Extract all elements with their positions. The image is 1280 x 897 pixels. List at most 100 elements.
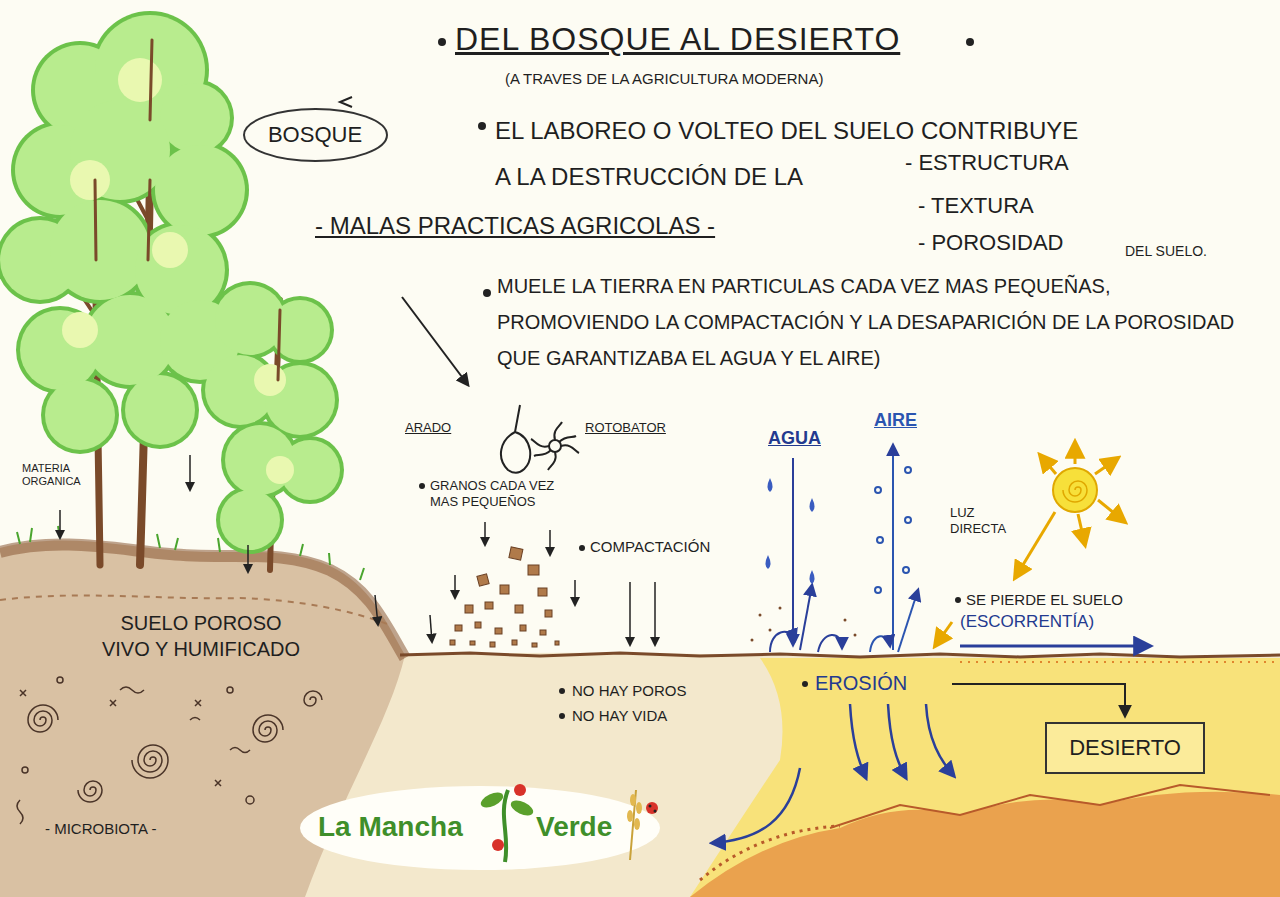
illustration-circle — [646, 802, 658, 814]
illustration-g — [766, 478, 815, 584]
illustration-path — [960, 661, 1280, 663]
illustration-rect — [512, 640, 517, 645]
illustration-g — [935, 442, 1125, 646]
illustration-path — [768, 478, 773, 492]
illustration-path — [95, 40, 280, 380]
illustration-path — [120, 687, 250, 753]
process-label: EROSIÓN — [815, 671, 907, 695]
illustration-line — [247, 545, 249, 572]
illustration-g — [450, 547, 559, 647]
soil-label: - MICROBIOTA - — [45, 820, 156, 838]
element-label: AGUA — [768, 428, 821, 450]
illustration-path — [818, 635, 842, 652]
illustration-path — [304, 691, 322, 706]
illustration-g — [62, 58, 294, 484]
illustration-circle — [903, 567, 909, 573]
illustration-g — [870, 445, 918, 652]
illustration-circle — [905, 517, 911, 523]
tool-label: ROTOBATOR — [585, 420, 666, 436]
illustration-path — [700, 826, 840, 880]
illustration-circle — [438, 38, 446, 46]
illustration-g — [95, 40, 280, 380]
illustration-circle — [70, 160, 110, 200]
illustration-rect — [470, 641, 475, 645]
illustration-circle — [155, 145, 245, 235]
illustration-circle — [759, 614, 762, 617]
illustration-path — [501, 405, 530, 473]
illustration-line — [792, 458, 794, 645]
illustration-circle — [227, 687, 233, 693]
illustration-g — [0, 15, 340, 550]
illustration-circle — [905, 467, 911, 473]
illustration-g — [712, 704, 954, 843]
illustration-circle — [45, 380, 115, 450]
illustration-circle — [877, 537, 883, 543]
illustration-path — [810, 498, 815, 512]
node-text: DESIERTO — [1069, 735, 1181, 761]
illustration-circle — [70, 100, 170, 200]
illustration-path — [850, 704, 866, 778]
illustration-g — [531, 422, 579, 470]
subtitle: (A TRAVES DE LA AGRICULTURA MODERNA) — [505, 70, 823, 88]
soil-label: SUELO POROSO VIVO Y HUMIFICADO — [98, 610, 304, 662]
illustration-line — [454, 575, 456, 598]
illustration-path — [132, 745, 168, 778]
illustration-circle — [955, 597, 961, 603]
illustration-circle — [649, 805, 652, 808]
illustration-circle — [779, 607, 782, 610]
result-box: DESIERTO — [1045, 722, 1205, 774]
illustration-path — [253, 715, 283, 742]
illustration-line — [629, 582, 631, 645]
illustration-circle — [559, 713, 565, 719]
illustration-path — [1063, 481, 1087, 502]
illustration-circle — [844, 619, 847, 622]
illustration-circle — [246, 796, 254, 804]
illustration-circle — [875, 487, 881, 493]
illustration-line — [654, 582, 656, 645]
illustration-rect — [555, 641, 559, 645]
illustration-circle — [875, 587, 881, 593]
note-label: (ESCORRENTÍA) — [960, 612, 1094, 632]
illustration-line — [1095, 458, 1118, 474]
illustration-ellipse — [636, 802, 642, 814]
illustration-path — [340, 97, 352, 107]
illustration-ellipse — [479, 789, 506, 810]
region-ellipse: BOSQUE — [242, 107, 389, 163]
ellipse-outline — [244, 109, 387, 161]
logo-text: Verde — [536, 810, 612, 844]
illustration-circle — [118, 58, 162, 102]
illustration-circle — [751, 639, 754, 642]
illustration-circle — [50, 200, 150, 300]
illustration-path — [20, 690, 221, 786]
illustration-path — [770, 632, 795, 652]
illustration-path — [926, 704, 954, 776]
illustration-line — [1074, 442, 1077, 464]
illustration-path — [17, 526, 364, 580]
illustration-path — [690, 658, 1280, 897]
illustration-rect — [450, 640, 455, 645]
illustration-ellipse — [509, 797, 536, 818]
illustration-rect — [532, 643, 537, 647]
illustration-line — [375, 595, 378, 625]
illustration-circle — [220, 490, 280, 550]
illustration-rect — [540, 630, 546, 635]
list-item: - ESTRUCTURA — [905, 150, 1069, 176]
illustration-path — [300, 653, 1280, 897]
illustration-rect — [538, 588, 547, 596]
illustration-rect — [515, 605, 523, 613]
illustration-path — [504, 790, 508, 862]
illustration-circle — [854, 634, 857, 637]
illustration-line — [484, 522, 486, 545]
illustration-circle — [125, 375, 195, 445]
illustration-path — [28, 705, 58, 732]
illustration-g — [17, 526, 364, 580]
illustration-g — [60, 455, 378, 625]
illustration-circle — [802, 681, 808, 687]
tool-label: ARADO — [405, 420, 451, 436]
illustration-line — [549, 530, 551, 555]
illustration-circle — [559, 688, 565, 694]
illustration-circle — [160, 83, 230, 153]
illustration-path — [402, 297, 468, 385]
